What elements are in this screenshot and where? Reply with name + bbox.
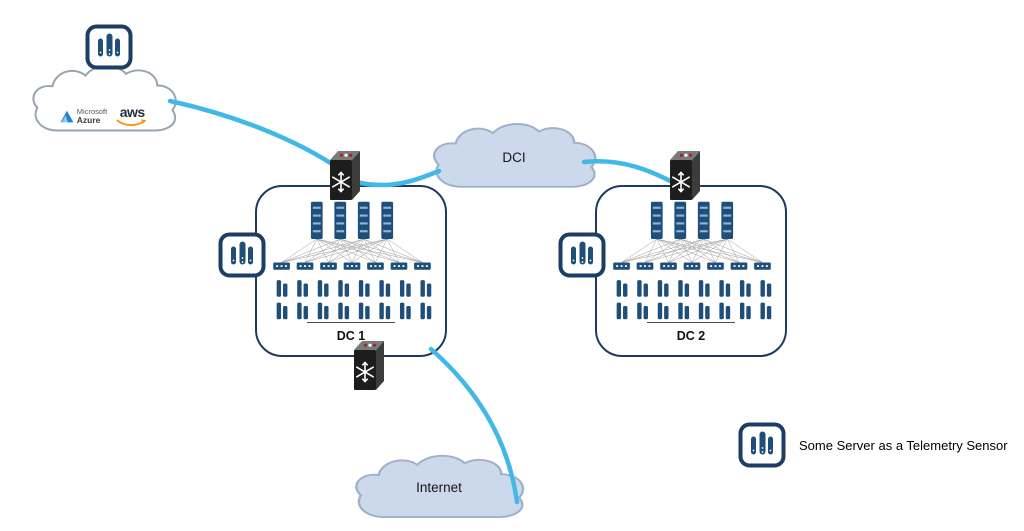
azure-label-azure: Azure xyxy=(76,114,101,125)
telemetry-sensor-dc2 xyxy=(558,232,606,278)
nexus-switch-icon xyxy=(351,338,387,392)
dc2-fabric xyxy=(613,201,772,320)
internet-cloud: Internet xyxy=(350,450,528,528)
dci-label: DCI xyxy=(502,150,526,165)
telemetry-sensor-icon xyxy=(558,232,606,278)
dc2-edge-switch xyxy=(667,148,703,202)
telemetry-sensor-icon xyxy=(218,232,266,278)
legend-label: Some Server as a Telemetry Sensor xyxy=(799,437,1008,453)
dc2-divider xyxy=(647,322,735,323)
internet-label: Internet xyxy=(416,480,462,495)
azure-label-microsoft: Microsoft xyxy=(76,107,108,117)
aws-logo: aws xyxy=(116,105,148,128)
link-public-cloud-to-dc1-switch xyxy=(167,98,344,173)
dci-cloud: DCI xyxy=(428,118,600,198)
cloud-icon xyxy=(32,65,177,132)
dc1-label: DC 1 xyxy=(336,329,366,343)
aws-logo-icon xyxy=(116,119,147,127)
dc1-fabric xyxy=(273,201,432,320)
nexus-switch-icon xyxy=(667,148,703,202)
link-dc1-switch-to-dci-cloud xyxy=(353,168,442,188)
dc2-box: DC 2 xyxy=(595,185,787,357)
dc2-label: DC 2 xyxy=(676,329,706,343)
telemetry-sensor-icon xyxy=(85,24,133,70)
dc1-divider xyxy=(307,322,395,323)
nexus-switch-icon xyxy=(327,148,363,202)
dc1-internet-switch xyxy=(351,338,387,392)
public-cloud: Microsoft Azure aws xyxy=(28,60,180,142)
legend-sensor xyxy=(738,422,786,468)
azure-logo: Microsoft Azure xyxy=(60,108,107,125)
dc1-box: DC 1 xyxy=(255,185,447,357)
public-cloud-brands: Microsoft Azure aws xyxy=(28,105,180,128)
azure-logo-icon xyxy=(60,110,74,123)
aws-label: aws xyxy=(119,104,145,120)
legend: Some Server as a Telemetry Sensor xyxy=(738,422,1008,468)
dc1-edge-switch xyxy=(327,148,363,202)
telemetry-sensor-dc1 xyxy=(218,232,266,278)
telemetry-sensor-icon xyxy=(738,422,786,468)
telemetry-sensor-public-cloud xyxy=(85,24,133,70)
